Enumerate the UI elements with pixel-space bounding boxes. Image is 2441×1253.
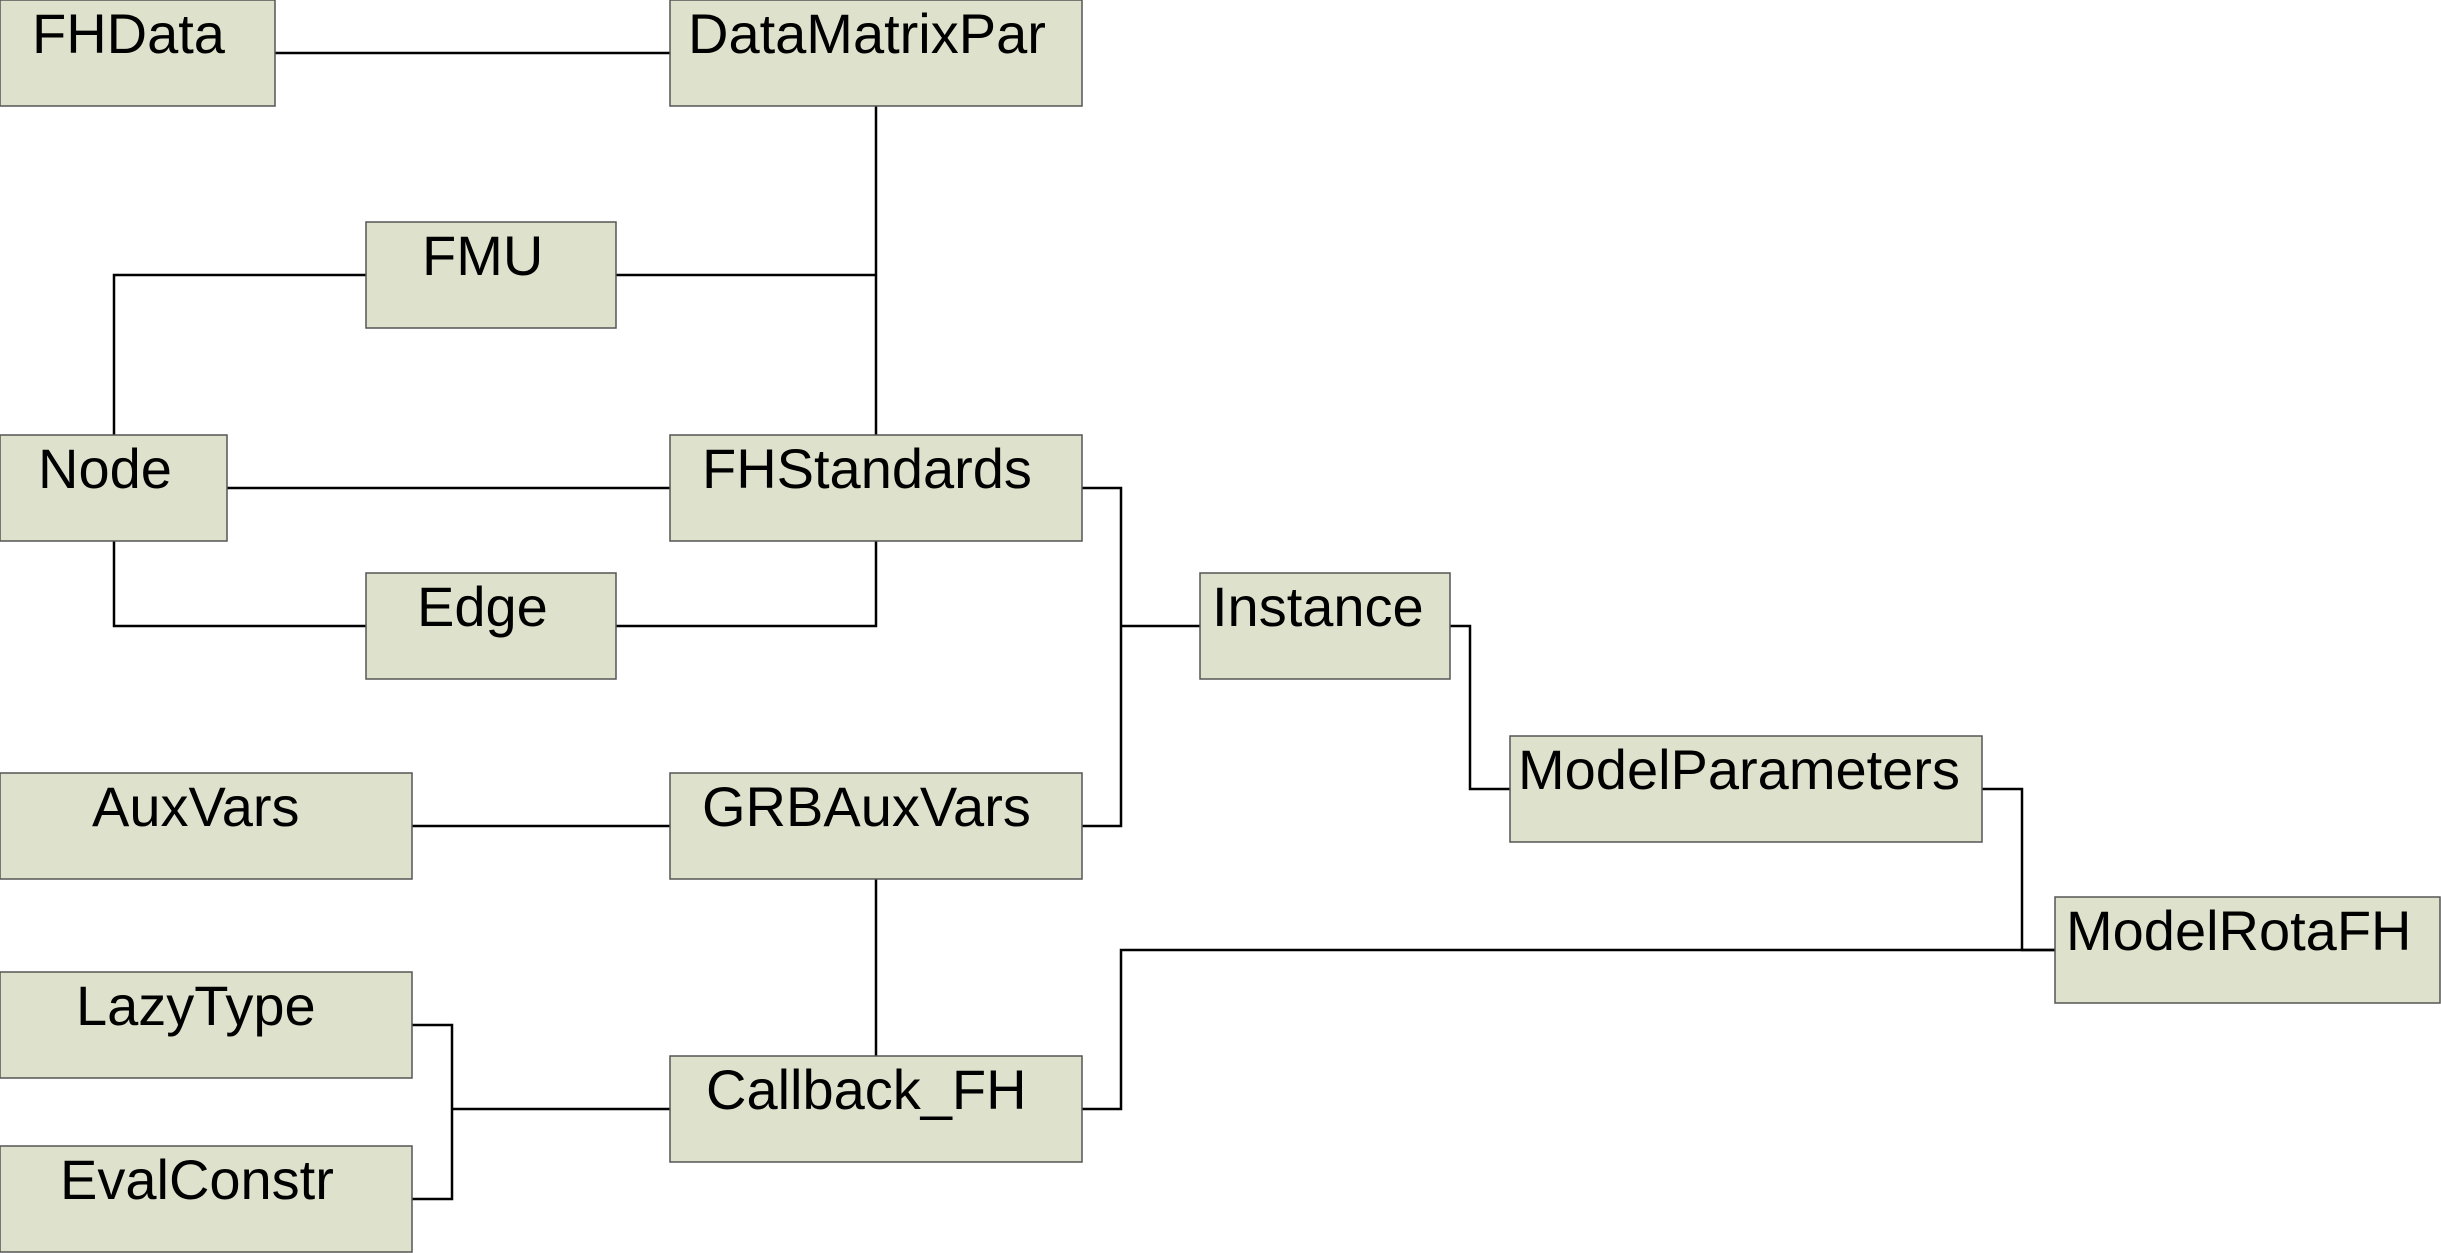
connector-node-edge: [112, 541, 366, 628]
node-fmu: FMU: [365, 221, 617, 329]
node-edge-label: Edge: [417, 575, 548, 638]
connector-fhstandards-instance: [1082, 486, 1123, 828]
node-datamatrixpar-box: [669, 0, 1083, 107]
node-lazytype-box: [0, 971, 413, 1079]
node-grbauxvars: GRBAuxVars: [669, 772, 1083, 880]
connector-lazytype-evalconstr: [412, 1023, 454, 1201]
node-modelparameters-box: [1509, 735, 1983, 843]
node-fmu-label: FMU: [422, 224, 543, 287]
node-fmu-box: [365, 221, 617, 329]
node-fhstandards-label: FHStandards: [702, 437, 1032, 500]
node-auxvars-label: AuxVars: [92, 775, 299, 838]
node-fhdata: FHData: [0, 0, 276, 107]
connectors: [112, 51, 2055, 1201]
node-fhdata-label: FHData: [32, 2, 226, 65]
node-callback_fh-box: [669, 1055, 1083, 1163]
node-evalconstr-box: [0, 1145, 413, 1253]
connector-callback-modelrotafh: [1082, 948, 2055, 1111]
node-callback_fh-label: Callback_FH: [706, 1058, 1027, 1121]
connector-modelparameters-modelrotafh: [1982, 787, 2055, 952]
node-datamatrixpar: DataMatrixPar: [669, 0, 1083, 107]
node-grbauxvars-label: GRBAuxVars: [702, 775, 1031, 838]
node-datamatrixpar-label: DataMatrixPar: [688, 2, 1046, 65]
node-auxvars-box: [0, 772, 413, 880]
node-instance-box: [1199, 572, 1451, 680]
node-fhstandards-box: [669, 434, 1083, 542]
node-node-box: [0, 434, 228, 542]
node-instance: Instance: [1199, 572, 1451, 680]
node-fhstandards: FHStandards: [669, 434, 1083, 542]
node-evalconstr: EvalConstr: [0, 1145, 413, 1253]
node-modelrotafh-label: ModelRotaFH: [2066, 899, 2411, 962]
node-evalconstr-label: EvalConstr: [60, 1148, 334, 1211]
node-modelparameters-label: ModelParameters: [1518, 738, 1960, 801]
node-node-label: Node: [38, 437, 172, 500]
node-lazytype-label: LazyType: [76, 974, 316, 1037]
node-grbauxvars-box: [669, 772, 1083, 880]
node-modelrotafh-box: [2054, 896, 2441, 1004]
node-instance-label: Instance: [1212, 575, 1424, 638]
node-edge: Edge: [365, 572, 617, 680]
connector-instance-modelparameters: [1450, 624, 1510, 791]
node-edge-box: [365, 572, 617, 680]
node-modelrotafh: ModelRotaFH: [2054, 896, 2441, 1004]
connector-node-fmu: [112, 273, 366, 435]
connector-edge-fhstandards: [616, 541, 878, 628]
node-lazytype: LazyType: [0, 971, 413, 1079]
node-node: Node: [0, 434, 228, 542]
node-callback_fh: Callback_FH: [669, 1055, 1083, 1163]
node-modelparameters: ModelParameters: [1509, 735, 1983, 843]
node-fhdata-box: [0, 0, 276, 107]
node-auxvars: AuxVars: [0, 772, 413, 880]
